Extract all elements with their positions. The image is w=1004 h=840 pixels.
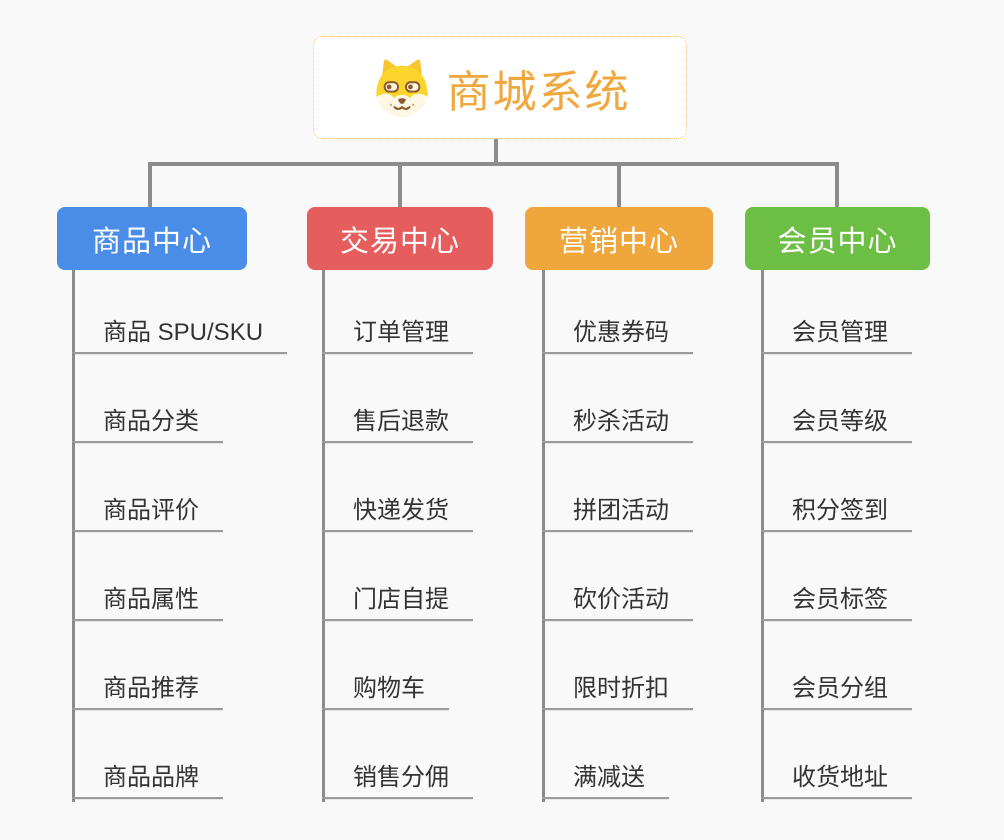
connector-spine-marketing bbox=[542, 270, 545, 802]
dog-face-icon bbox=[370, 56, 434, 120]
branch-label-product-center: 商品中心 bbox=[91, 225, 212, 258]
child-column-trade: 订单管理 售后退款 快递发货 门店自提 购物车 销售分佣 bbox=[322, 0, 572, 840]
root-title: 商城系统 bbox=[446, 67, 631, 117]
child-node-after-sales-refund[interactable]: 售后退款 bbox=[322, 407, 473, 443]
connector-drop-marketing bbox=[617, 162, 621, 207]
branch-node-product-center[interactable]: 商品中心 bbox=[57, 207, 247, 270]
connector-spine-product bbox=[72, 270, 75, 802]
root-node[interactable]: 商城系统 bbox=[313, 36, 687, 139]
child-node-sales-commission[interactable]: 销售分佣 bbox=[322, 763, 473, 799]
child-node-member-level[interactable]: 会员等级 bbox=[761, 407, 912, 443]
branch-label-trade-center: 交易中心 bbox=[339, 225, 460, 258]
child-node-limited-time-discount[interactable]: 限时折扣 bbox=[542, 674, 693, 710]
child-node-product-spu-sku[interactable]: 商品 SPU/SKU bbox=[72, 318, 288, 354]
connector-drop-trade bbox=[398, 162, 402, 207]
connector-root-stub bbox=[494, 139, 498, 166]
child-node-flash-sale[interactable]: 秒杀活动 bbox=[542, 407, 693, 443]
branch-node-marketing-center[interactable]: 营销中心 bbox=[525, 207, 713, 270]
child-node-shopping-cart[interactable]: 购物车 bbox=[322, 674, 449, 710]
branch-node-trade-center[interactable]: 交易中心 bbox=[307, 207, 493, 270]
branch-label-member-center: 会员中心 bbox=[777, 225, 898, 258]
child-node-member-management[interactable]: 会员管理 bbox=[761, 318, 912, 354]
child-node-product-recommend[interactable]: 商品推荐 bbox=[72, 674, 223, 710]
connector-spine-member bbox=[761, 270, 764, 802]
connector-drop-member bbox=[835, 162, 839, 207]
child-node-product-attribute[interactable]: 商品属性 bbox=[72, 585, 223, 621]
child-node-shipping-address[interactable]: 收货地址 bbox=[761, 763, 912, 799]
child-node-group-buy[interactable]: 拼团活动 bbox=[542, 496, 693, 532]
child-node-store-pickup[interactable]: 门店自提 bbox=[322, 585, 473, 621]
connector-spine-trade bbox=[322, 270, 325, 802]
branch-node-member-center[interactable]: 会员中心 bbox=[745, 207, 930, 270]
child-column-product: 商品 SPU/SKU 商品分类 商品评价 商品属性 商品推荐 商品品牌 bbox=[72, 0, 322, 840]
connector-drop-product bbox=[148, 162, 152, 207]
child-column-marketing: 优惠券码 秒杀活动 拼团活动 砍价活动 限时折扣 满减送 bbox=[542, 0, 792, 840]
child-node-member-group[interactable]: 会员分组 bbox=[761, 674, 912, 710]
child-node-coupon-code[interactable]: 优惠券码 bbox=[542, 318, 693, 354]
child-node-express-delivery[interactable]: 快递发货 bbox=[322, 496, 473, 532]
connector-bus bbox=[148, 162, 839, 166]
child-node-points-checkin[interactable]: 积分签到 bbox=[761, 496, 912, 532]
branch-label-marketing-center: 营销中心 bbox=[558, 225, 679, 258]
child-node-product-brand[interactable]: 商品品牌 bbox=[72, 763, 223, 799]
child-node-bargain-activity[interactable]: 砍价活动 bbox=[542, 585, 693, 621]
child-node-member-tag[interactable]: 会员标签 bbox=[761, 585, 912, 621]
child-node-full-reduction[interactable]: 满减送 bbox=[542, 763, 669, 799]
child-node-order-management[interactable]: 订单管理 bbox=[322, 318, 473, 354]
child-column-member: 会员管理 会员等级 积分签到 会员标签 会员分组 收货地址 bbox=[761, 0, 1004, 840]
child-node-product-review[interactable]: 商品评价 bbox=[72, 496, 223, 532]
child-node-product-category[interactable]: 商品分类 bbox=[72, 407, 223, 443]
